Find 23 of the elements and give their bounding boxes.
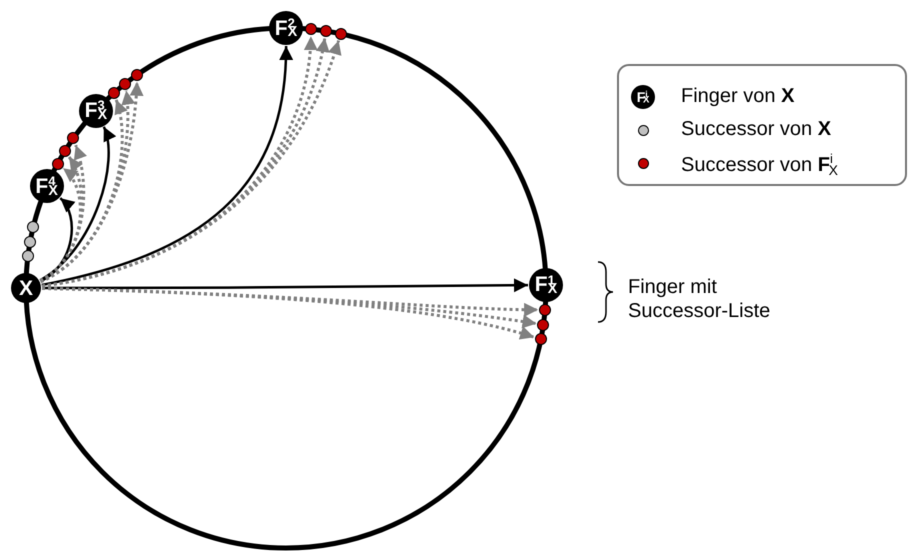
arrow: [42, 278, 528, 292]
successor-dot: [67, 132, 80, 144]
successor-dot: [320, 25, 332, 38]
successor-dot: [304, 23, 317, 36]
legend-text: Successor von X: [681, 118, 832, 141]
successor-dot: [539, 304, 552, 316]
successor-dot: [334, 28, 346, 40]
successor-dot: [131, 68, 144, 81]
successor-dot: [22, 250, 34, 262]
successor-dot: [59, 144, 72, 157]
successor-dot: [534, 333, 547, 346]
successor-dot: [52, 158, 64, 170]
successor-dot: [27, 220, 40, 233]
arrow: [40, 197, 75, 282]
node-circle: X: [11, 273, 41, 303]
successor-dot: [537, 318, 550, 331]
successor-dot: [108, 87, 120, 100]
legend-text: Finger von X: [681, 85, 794, 108]
bracket-label: Finger mit Successor-Liste: [628, 275, 772, 323]
successor-dot: [119, 78, 132, 90]
successor-dot: [24, 236, 36, 248]
dotted-arrow: [42, 286, 535, 340]
arrow: [39, 126, 115, 282]
